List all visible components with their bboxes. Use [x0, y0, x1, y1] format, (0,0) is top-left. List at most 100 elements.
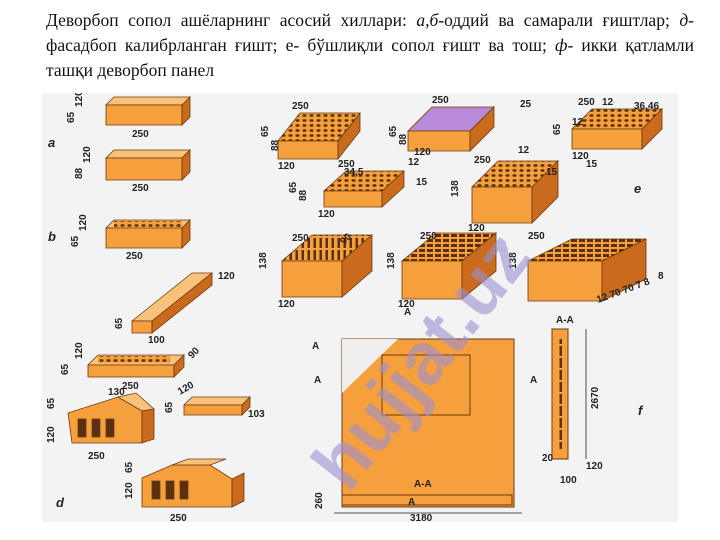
dim-e3-height: 65 — [552, 123, 563, 135]
dim-e3-length: 250 — [578, 97, 595, 108]
dim-f-bottom-1: 20 — [542, 453, 554, 464]
dim-e4-spacing: 34,5 — [344, 167, 364, 178]
dim-e8-right: 8 — [658, 271, 664, 282]
dim-f-a3: A — [314, 375, 321, 386]
dim-d2-length: 250 — [170, 513, 187, 522]
brick-b — [105, 219, 191, 249]
dim-e5-top: 12 — [518, 145, 530, 156]
dim-c3-width: 103 — [248, 409, 265, 420]
brick-e8 — [527, 238, 647, 302]
brick-e5 — [471, 160, 559, 224]
dim-c2-depth: 90 — [186, 345, 202, 361]
dim-b-length: 250 — [126, 251, 143, 262]
dim-e3-top: 12 — [602, 97, 614, 108]
dim-c2-height: 65 — [60, 363, 71, 375]
dim-e1-length: 250 — [292, 101, 309, 112]
dim-e5-right: 15 — [546, 167, 558, 178]
dim-f-a1: A — [404, 307, 411, 318]
dim-f-section-2: A-A — [414, 479, 432, 490]
dim-f-bottom-3: 100 — [560, 475, 577, 486]
dim-e2-length: 250 — [432, 95, 449, 106]
dim-e2-width: 120 — [414, 147, 431, 158]
dim-a1-width: 120 — [74, 93, 85, 107]
dim-e6-length: 250 — [292, 233, 309, 244]
brick-d2 — [141, 458, 245, 508]
panel-f — [334, 328, 587, 514]
dim-f-bottom-2: 120 — [586, 461, 603, 472]
dim-e8-height: 138 — [508, 252, 519, 269]
dim-c1-length: 120 — [218, 271, 235, 282]
dim-a2-height: 88 — [74, 167, 85, 179]
caption-text-1: Деворбоп сопол ашёларнинг асосий хиллари… — [46, 10, 417, 30]
dim-e1-side: 88 — [270, 139, 281, 151]
brick-c2 — [87, 354, 185, 378]
dim-e1-height: 65 — [260, 125, 271, 137]
dim-d1-top: 130 — [108, 387, 125, 398]
dim-e4-right: 15 — [416, 177, 428, 188]
dim-d1-length: 250 — [88, 451, 105, 462]
dim-e3-right: 36,46 — [634, 101, 659, 112]
brick-e1 — [277, 111, 361, 161]
caption-text-2: -оддий ва самарали ғиштлар; — [438, 10, 680, 30]
dim-d1-vertical: 120 — [46, 426, 57, 443]
brick-c3 — [183, 396, 251, 416]
brick-a2 — [105, 149, 191, 181]
dim-e4-top: 12 — [408, 157, 420, 168]
dim-e7-height: 138 — [386, 252, 397, 269]
dim-d2-vertical: 120 — [124, 482, 135, 499]
dim-f-height: 2670 — [590, 386, 601, 409]
brick-e7 — [400, 232, 498, 300]
dim-f-width: 3180 — [410, 513, 433, 522]
dim-f-section: A-A — [556, 315, 574, 326]
dim-e6-width: 120 — [278, 299, 295, 310]
dim-c1-width: 100 — [148, 335, 165, 346]
label-e: e — [634, 181, 641, 196]
caption-italic-1: а,б — [416, 10, 439, 30]
dim-e6-height: 138 — [258, 252, 269, 269]
dim-e5-length: 250 — [474, 155, 491, 166]
figure-caption: Деворбоп сопол ашёларнинг асосий хиллари… — [46, 8, 694, 83]
dim-e3-width: 120 — [572, 151, 589, 162]
dim-b-height: 65 — [70, 235, 81, 247]
dim-e7-length: 250 — [420, 231, 437, 242]
dim-c2-width: 120 — [74, 342, 85, 359]
dim-e5-height: 138 — [450, 180, 461, 197]
dim-e4-side: 88 — [298, 189, 309, 201]
dim-c2-length: 250 — [122, 381, 139, 392]
label-b: b — [48, 229, 56, 244]
brick-a1 — [105, 96, 191, 126]
brick-c1 — [130, 272, 214, 334]
dim-e3-bottom: 15 — [586, 159, 598, 170]
caption-text-3: -фасадбоп калибрланган ғишт; е- бўшлиқли… — [46, 10, 694, 55]
dim-e5-width: 120 — [468, 223, 485, 234]
brick-e6 — [280, 234, 374, 298]
dim-c3-length: 120 — [176, 380, 196, 398]
dim-d1-height: 65 — [46, 397, 57, 409]
dim-e4-height: 65 — [288, 181, 299, 193]
dim-e2-height: 65 — [388, 125, 399, 137]
dim-a1-length: 250 — [132, 129, 149, 140]
dim-e1-width: 120 — [278, 161, 295, 172]
dim-f-a5: A — [408, 497, 415, 508]
label-a: a — [48, 135, 55, 150]
caption-italic-3: ф — [555, 35, 568, 55]
brick-illustration: a b d e f 65 120 250 88 120 250 65 120 2… — [46, 93, 664, 522]
dim-c3-height: 65 — [164, 401, 175, 413]
caption-italic-2: д — [679, 10, 689, 30]
dim-f-a4: A — [530, 375, 537, 386]
dim-e2-side: 88 — [398, 133, 409, 145]
caption-text-4: - икки қатламли ташқи деворбоп панел — [46, 35, 694, 80]
brick-figure: a b d e f 65 120 250 88 120 250 65 120 2… — [42, 93, 678, 522]
label-f: f — [638, 403, 644, 418]
brick-d1 — [67, 392, 155, 444]
dim-a2-length: 250 — [132, 183, 149, 194]
dim-e7-width: 120 — [398, 299, 415, 310]
dim-c1-height: 65 — [114, 317, 125, 329]
brick-e4 — [322, 170, 406, 208]
dim-e8-length: 250 — [528, 231, 545, 242]
dim-a2-width: 120 — [82, 146, 93, 163]
brick-e3 — [571, 108, 663, 150]
dim-f-height-2: 260 — [314, 492, 325, 509]
dim-e2-right: 25 — [520, 99, 532, 110]
dim-d2-height: 65 — [124, 461, 135, 473]
